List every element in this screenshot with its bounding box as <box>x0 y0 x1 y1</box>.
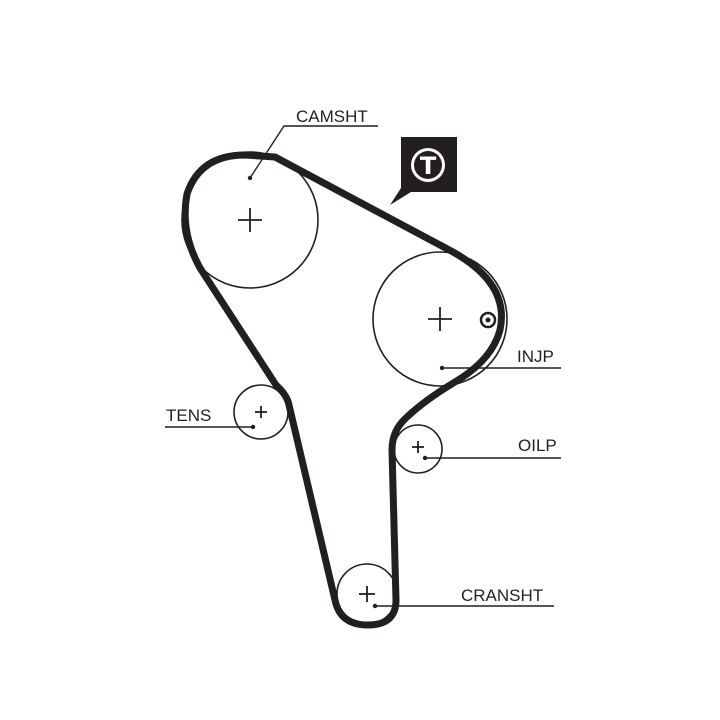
pulley-center-marks <box>238 208 452 602</box>
oil-pump-label: OILP <box>518 436 557 455</box>
leader-endpoints <box>247 175 445 609</box>
tensioner-center-cross <box>255 406 267 418</box>
timing-belt <box>181 151 505 629</box>
tensioner-badge-icon: T <box>390 137 457 205</box>
camshaft-center-cross <box>238 208 262 232</box>
injection-pump-timing-mark-icon <box>479 311 497 329</box>
injection-pump-pulley <box>372 251 508 387</box>
crankshaft-center-cross <box>359 586 375 602</box>
oil-pump-center-cross <box>412 441 424 453</box>
camshaft-label: CAMSHT <box>296 107 368 126</box>
leader-lines <box>165 125 561 607</box>
tensioner-label: TENS <box>166 406 211 425</box>
injection-pump-center-cross <box>428 307 452 331</box>
crankshaft-label: CRANSHT <box>461 586 543 605</box>
camshaft-leader <box>249 125 378 179</box>
badge-letter: T <box>420 152 437 180</box>
pulleys <box>181 151 508 625</box>
injection-pump-label: INJP <box>517 347 554 366</box>
